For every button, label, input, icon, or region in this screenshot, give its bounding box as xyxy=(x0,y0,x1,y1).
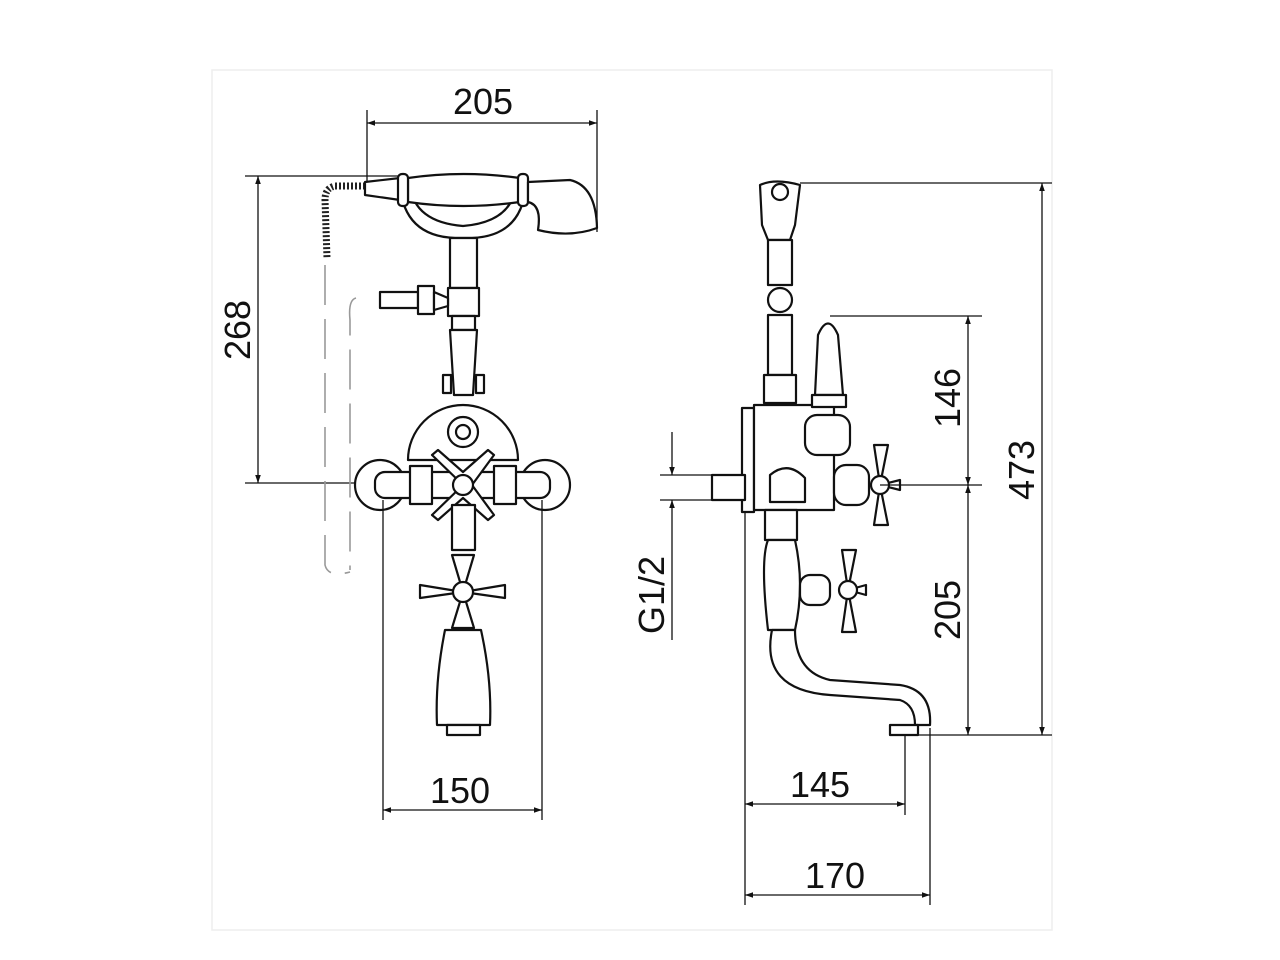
side-lever xyxy=(813,322,845,397)
shower-head xyxy=(526,178,599,235)
diverter-lever xyxy=(448,328,479,397)
drawing-frame xyxy=(211,69,1053,931)
dimension-inlet-thread: G1/2 xyxy=(631,432,745,640)
spout-side xyxy=(769,628,932,727)
handshower-handle xyxy=(406,172,522,208)
dimension-label: 268 xyxy=(217,300,258,360)
dimension-label: 205 xyxy=(453,81,513,122)
dimension-label: 145 xyxy=(790,764,850,805)
hose xyxy=(321,182,365,259)
dimension-total-height: 473 xyxy=(800,182,1052,736)
dimension-handshower-height: 268 xyxy=(217,175,400,484)
front-view: 205 268 xyxy=(217,81,599,820)
dimension-label: 150 xyxy=(430,770,490,811)
dimension-label: 146 xyxy=(927,368,968,428)
hose-connector xyxy=(378,290,420,310)
spout-neck xyxy=(762,538,802,632)
dimension-label: 205 xyxy=(927,580,968,640)
lower-cross-handle-icon xyxy=(418,553,507,630)
threaded-inlet xyxy=(710,473,747,502)
dimension-lever-height: 146 xyxy=(830,315,982,486)
dimension-spout-reach: 145 xyxy=(744,512,906,905)
side-view: G1/2 146 205 473 145 xyxy=(631,180,1052,905)
dimension-handshower-width: 205 xyxy=(366,81,598,232)
spout-front xyxy=(435,628,492,727)
dimension-inlet-centers: 150 xyxy=(382,500,543,820)
dimension-label: 170 xyxy=(805,855,865,896)
dimension-label: G1/2 xyxy=(631,556,672,634)
dimension-label: 473 xyxy=(1001,440,1042,500)
dimension-total-depth: 170 xyxy=(745,728,931,905)
dimension-spout-height: 205 xyxy=(927,485,971,735)
